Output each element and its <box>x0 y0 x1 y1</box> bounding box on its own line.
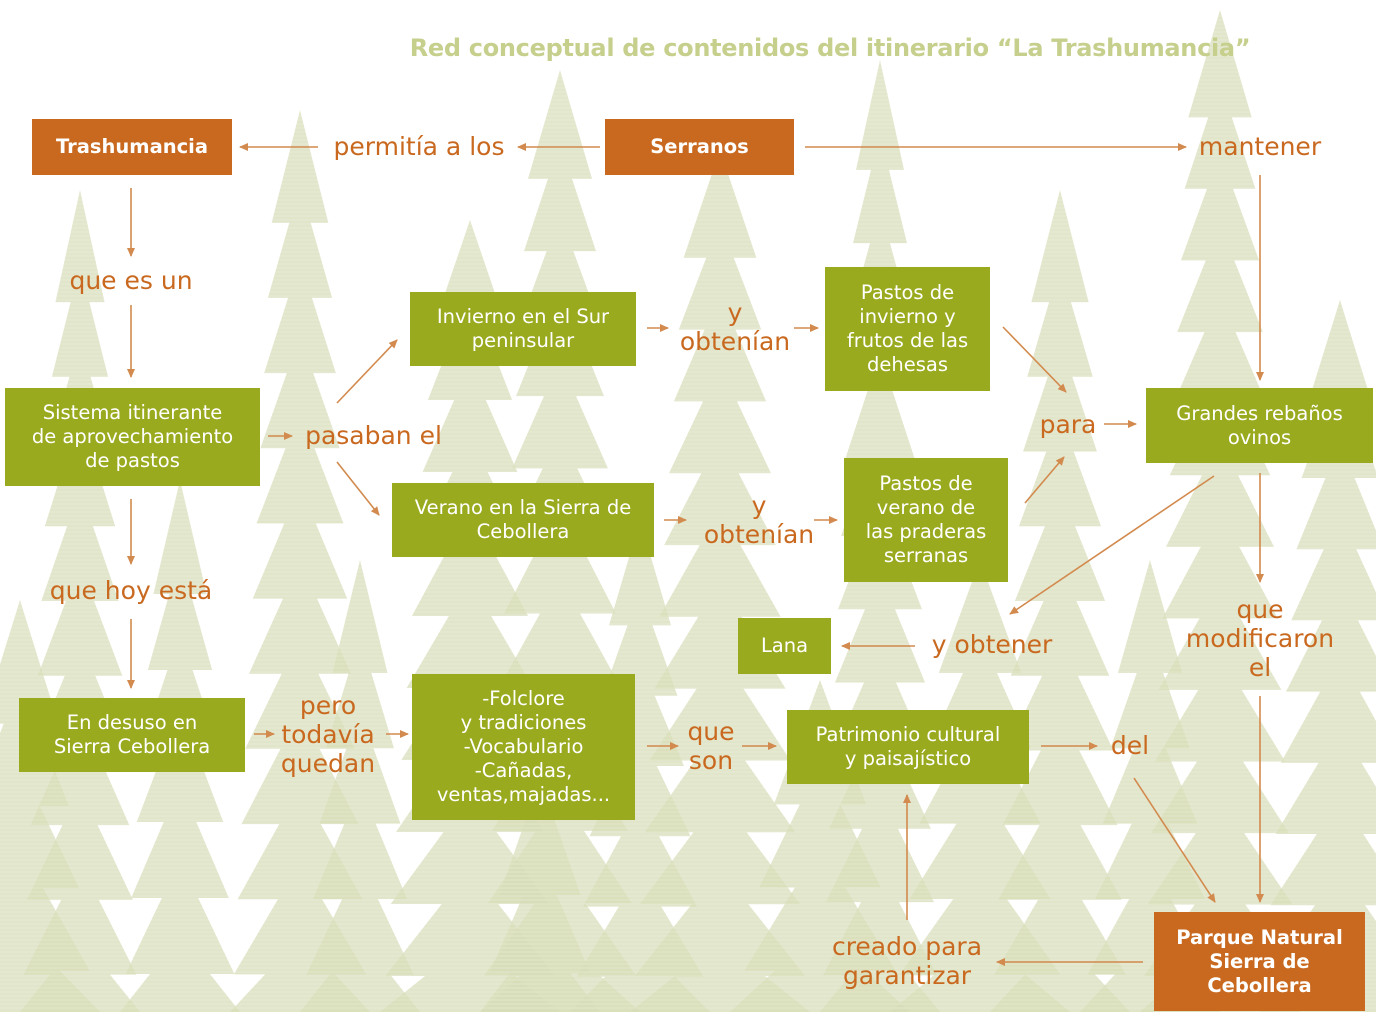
node-en-desuso: En desuso en Sierra Cebollera <box>19 698 245 772</box>
node-lana: Lana <box>738 618 831 674</box>
arrow-pasaban-verano <box>336 461 380 516</box>
diagram-title: Red conceptual de contenidos del itinera… <box>409 34 1251 62</box>
arrow-rebanos-yobtener <box>1009 475 1215 615</box>
node-invierno-sur: Invierno en el Sur peninsular <box>410 292 636 366</box>
label-y-obtenian-invierno: y obtenían <box>679 298 791 356</box>
node-grandes-rebanos: Grandes rebaños ovinos <box>1146 388 1373 463</box>
node-pastos-invierno: Pastos de invierno y frutos de las dehes… <box>825 267 990 391</box>
label-mantener: mantener <box>1198 131 1322 161</box>
arrow-pastosver-para <box>1024 456 1065 504</box>
label-permitia-a-los: permitía a los <box>333 131 505 161</box>
arrow-del-parque <box>1133 777 1216 903</box>
node-verano-sierra: Verano en la Sierra de Cebollera <box>392 483 654 557</box>
label-que-son: que son <box>687 717 735 775</box>
pine-tree-shape <box>990 190 1130 1012</box>
label-y-obtener: y obtener <box>931 629 1053 659</box>
label-y-obtenian-verano: y obtenían <box>703 491 815 549</box>
label-pasaban-el: pasaban el <box>305 420 442 450</box>
node-trashumancia: Trashumancia <box>32 119 232 175</box>
node-serranos: Serranos <box>605 119 794 175</box>
node-sistema-itinerante: Sistema itinerante de aprovechamiento de… <box>5 388 260 486</box>
label-para: para <box>1039 409 1097 439</box>
pine-tree-shape <box>300 560 420 1012</box>
arrow-pasaban-invierno <box>336 339 398 404</box>
label-que-hoy-esta: que hoy está <box>49 575 213 605</box>
arrow-pastosinv-para <box>1002 326 1067 393</box>
pine-tree-shape <box>890 560 1070 1012</box>
node-pastos-verano: Pastos de verano de las praderas serrana… <box>844 458 1008 582</box>
node-patrimonio: Patrimonio cultural y paisajístico <box>787 710 1029 784</box>
node-parque-natural: Parque Natural Sierra de Cebollera <box>1154 912 1365 1011</box>
label-creado-para-garantizar: creado para garantizar <box>831 932 983 990</box>
label-que-modificaron-el: que modificaron el <box>1185 594 1335 682</box>
node-folclore: -Folclore y tradiciones -Vocabulario -Ca… <box>412 674 635 820</box>
label-del: del <box>1110 730 1150 760</box>
label-que-es-un: que es un <box>69 265 193 295</box>
label-pero-todavia-quedan: pero todavía quedan <box>280 690 376 778</box>
